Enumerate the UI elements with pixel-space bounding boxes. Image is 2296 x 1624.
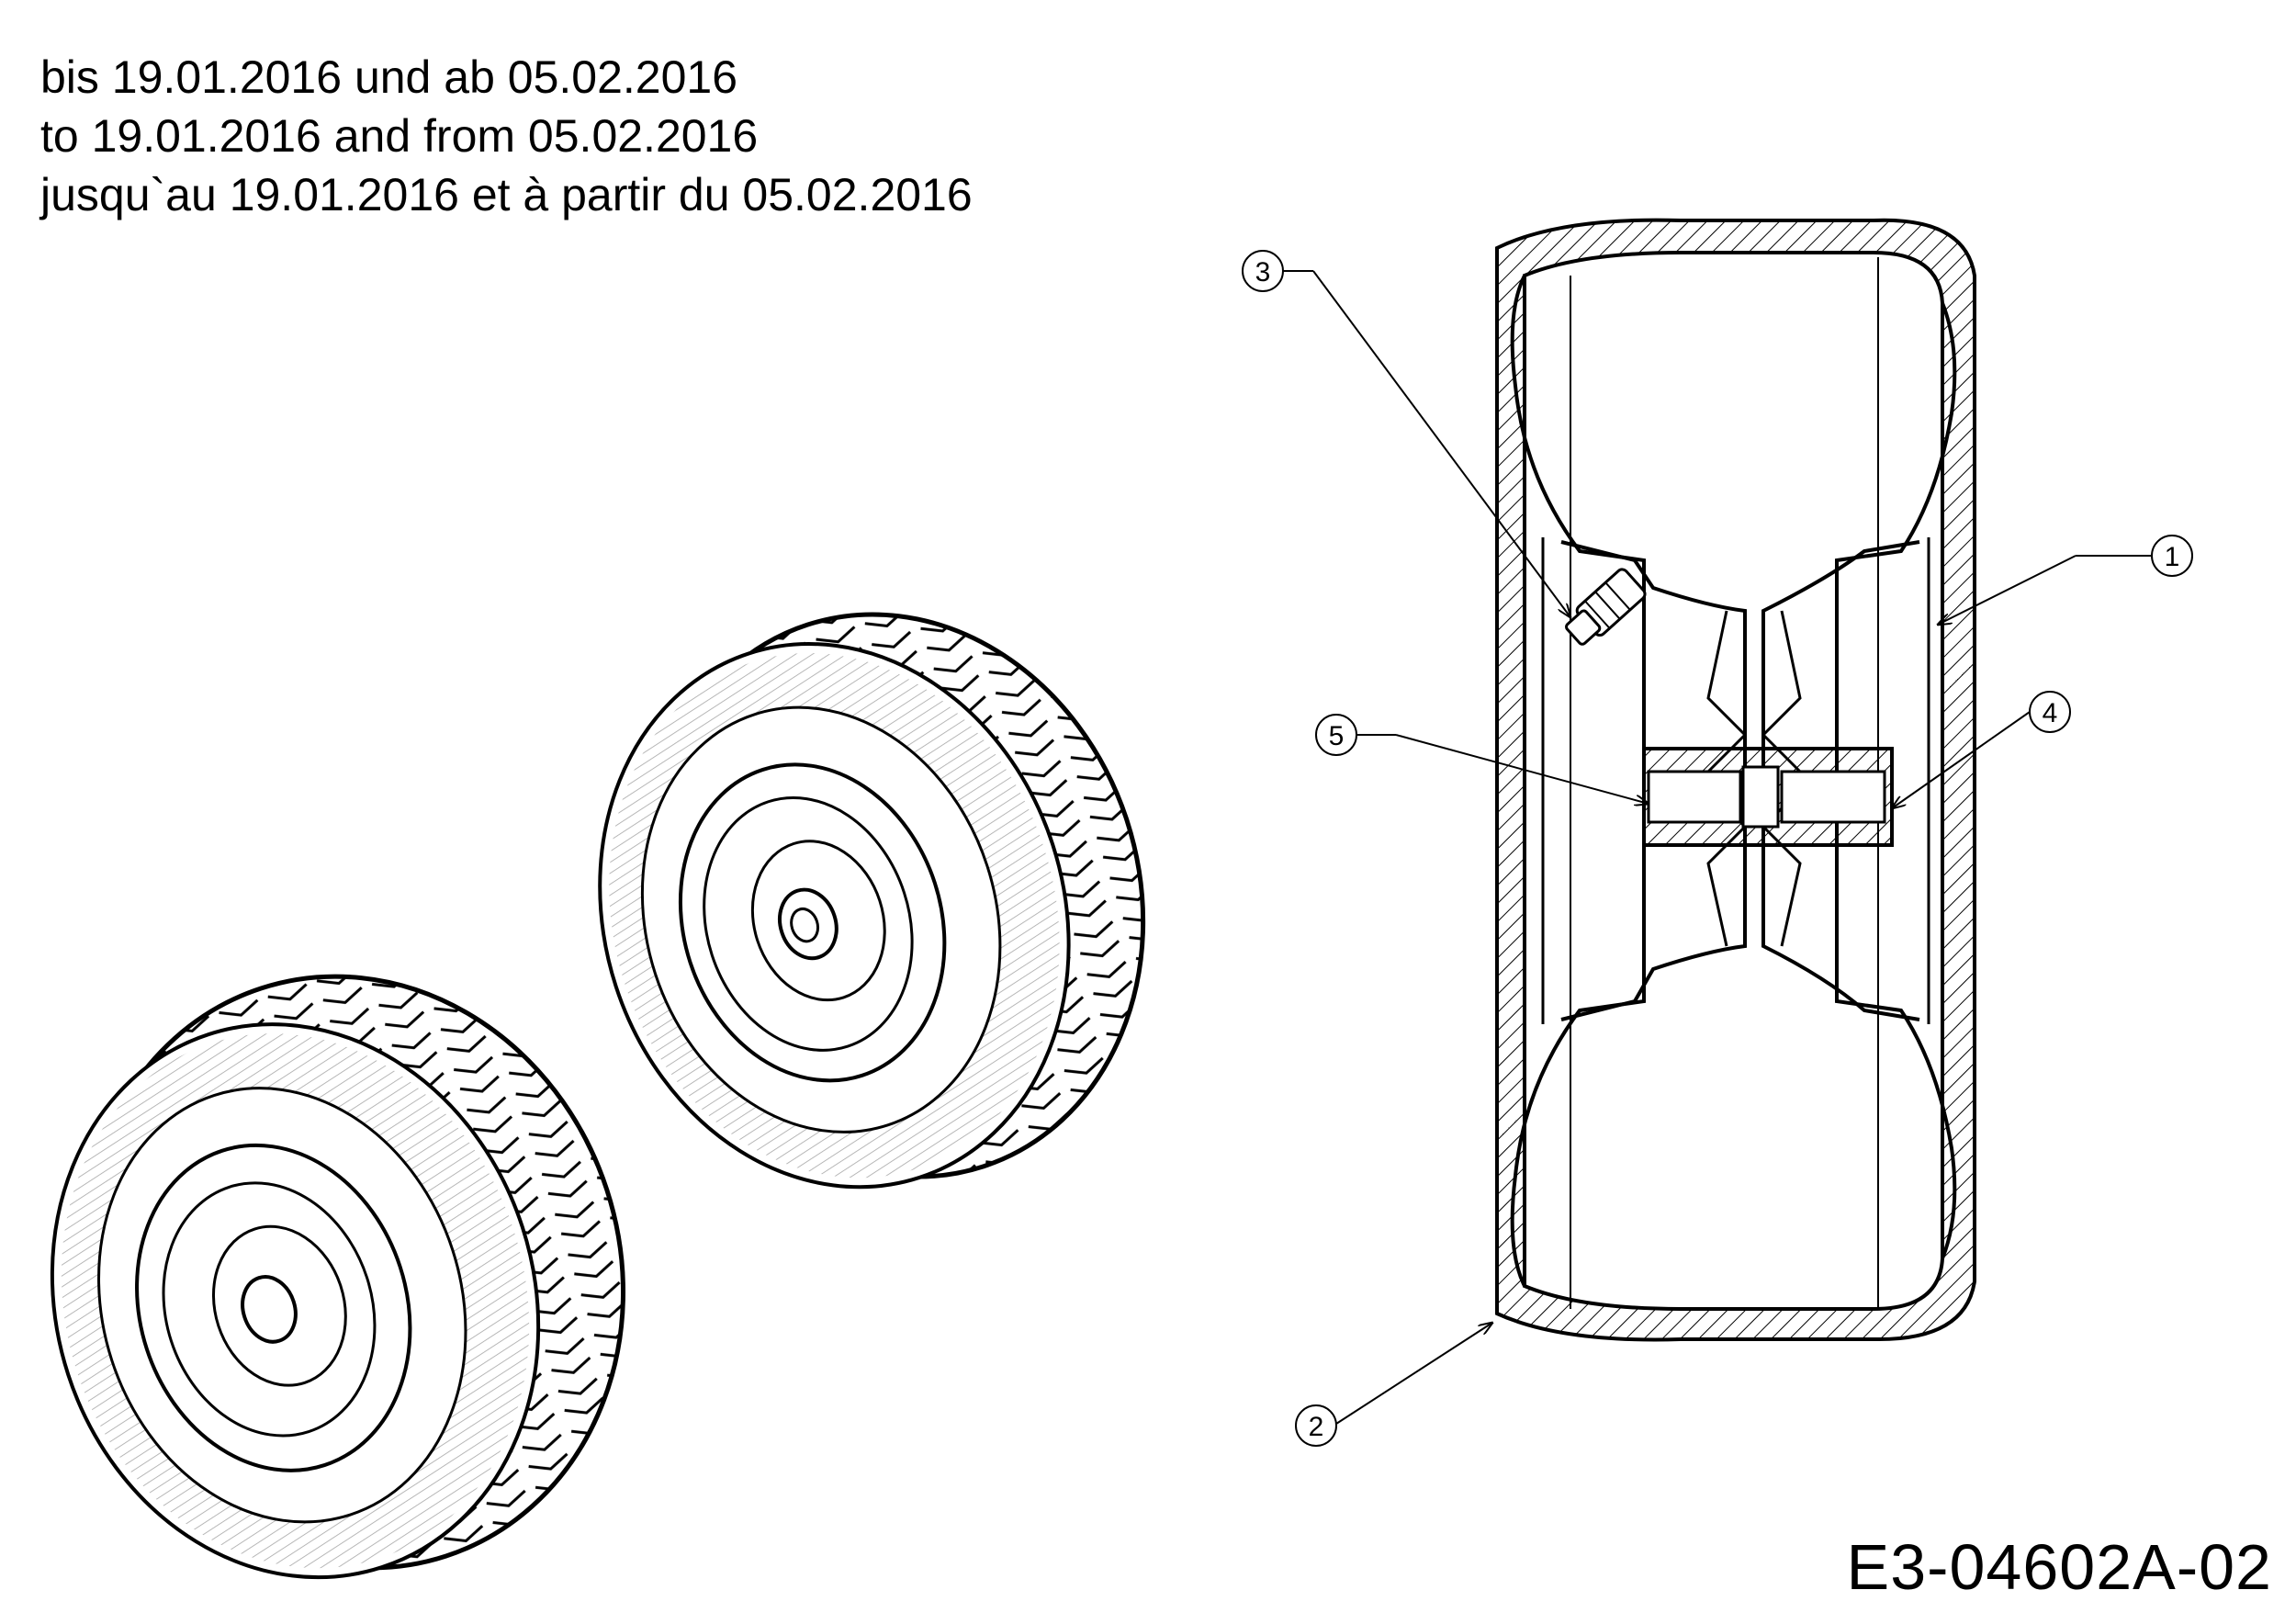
tire-illustration-front: [50, 974, 626, 1580]
callout-3: 3: [1242, 250, 1570, 617]
callout-5-label: 5: [1329, 721, 1345, 751]
wheel-cross-section: [1495, 218, 1976, 1342]
validity-line-french: jusqu`au 19.01.2016 et à partir du 05.02…: [40, 169, 973, 220]
drawing-number: E3-04602A-02: [1846, 1531, 2272, 1603]
callout-1-label: 1: [2165, 542, 2180, 572]
validity-line-german: bis 19.01.2016 und ab 05.02.2016: [40, 51, 738, 103]
tire-illustration-rear: [598, 612, 1146, 1190]
callout-4-label: 4: [2043, 698, 2058, 728]
valve-stem: [1565, 568, 1647, 646]
callout-3-label: 3: [1255, 257, 1271, 288]
callout-4: 4: [1892, 691, 2071, 808]
callout-5: 5: [1315, 714, 1649, 804]
callout-2: 2: [1295, 1323, 1492, 1447]
callout-1: 1: [1938, 535, 2193, 625]
validity-note: bis 19.01.2016 und ab 05.02.2016 to 19.0…: [40, 48, 973, 224]
validity-line-english: to 19.01.2016 and from 05.02.2016: [40, 110, 759, 162]
callout-2-label: 2: [1309, 1412, 1324, 1442]
